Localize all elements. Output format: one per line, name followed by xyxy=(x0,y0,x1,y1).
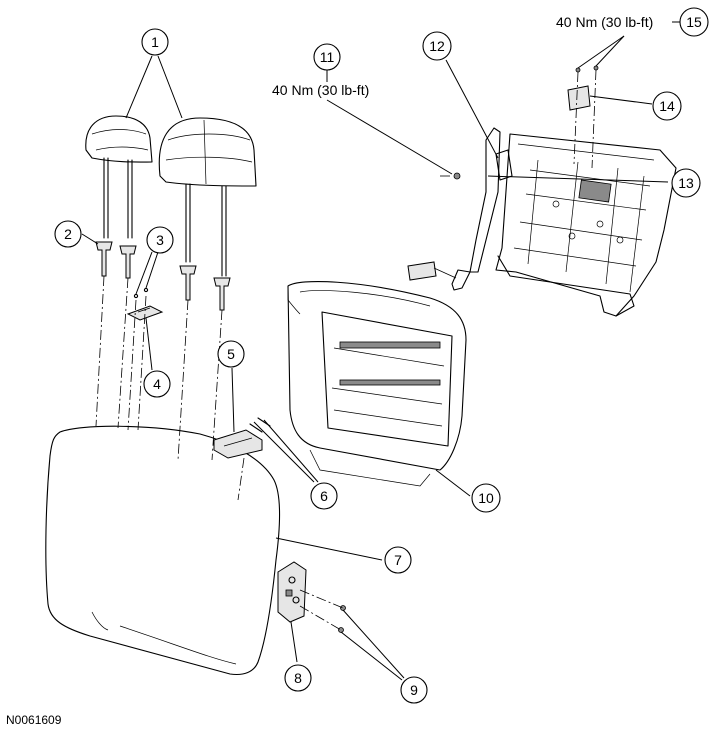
figure-reference-code: N0061609 xyxy=(6,713,62,727)
clips-and-bracket xyxy=(126,287,164,321)
callout-7: 7 xyxy=(384,546,412,574)
headrest-right xyxy=(158,117,257,277)
svg-text:12: 12 xyxy=(429,38,445,54)
seat-back-cover xyxy=(45,425,281,676)
callout-2: 2 xyxy=(54,220,82,248)
svg-text:3: 3 xyxy=(156,232,164,248)
svg-text:15: 15 xyxy=(686,14,702,30)
seat-belt-assembly xyxy=(407,127,513,291)
callout-10: 10 xyxy=(471,483,501,513)
svg-text:2: 2 xyxy=(64,226,72,242)
callout-4: 4 xyxy=(143,370,171,398)
callout-15: 15 xyxy=(679,7,709,37)
svg-text:8: 8 xyxy=(294,670,302,686)
bolt-upper xyxy=(340,605,346,611)
svg-text:13: 13 xyxy=(678,175,694,191)
callout-14: 14 xyxy=(652,91,682,121)
svg-text:9: 9 xyxy=(410,682,418,698)
svg-text:11: 11 xyxy=(320,49,335,65)
seat-back-panel xyxy=(287,280,467,487)
assembly-centerlines xyxy=(95,69,597,631)
callout-13: 13 xyxy=(671,168,701,198)
headrest-guides xyxy=(95,241,231,311)
svg-text:10: 10 xyxy=(478,490,494,506)
hinge-bracket xyxy=(277,561,307,623)
callout-8: 8 xyxy=(284,664,312,692)
svg-text:5: 5 xyxy=(227,346,235,362)
headrest-left xyxy=(85,115,153,239)
bolt-lower xyxy=(338,627,344,633)
callout-6: 6 xyxy=(310,482,338,510)
callout-3: 3 xyxy=(146,226,174,254)
anchor-bolt xyxy=(453,172,461,180)
callout-1: 1 xyxy=(141,28,169,56)
svg-text:14: 14 xyxy=(659,98,675,114)
striker-bracket xyxy=(567,65,599,111)
torque-spec-15: 40 Nm (30 lb-ft) xyxy=(556,14,653,30)
torque-spec-11: 40 Nm (30 lb-ft) xyxy=(272,82,369,98)
seat-frame xyxy=(495,133,677,317)
svg-text:7: 7 xyxy=(394,552,402,568)
leader-lines xyxy=(81,21,680,681)
callout-11: 11 xyxy=(313,43,341,71)
svg-text:4: 4 xyxy=(153,376,161,392)
latch-release xyxy=(213,417,271,459)
callout-5: 5 xyxy=(217,340,245,368)
svg-text:6: 6 xyxy=(320,488,328,504)
callout-9: 9 xyxy=(400,676,428,704)
svg-text:1: 1 xyxy=(151,34,159,50)
callout-12: 12 xyxy=(422,31,452,61)
